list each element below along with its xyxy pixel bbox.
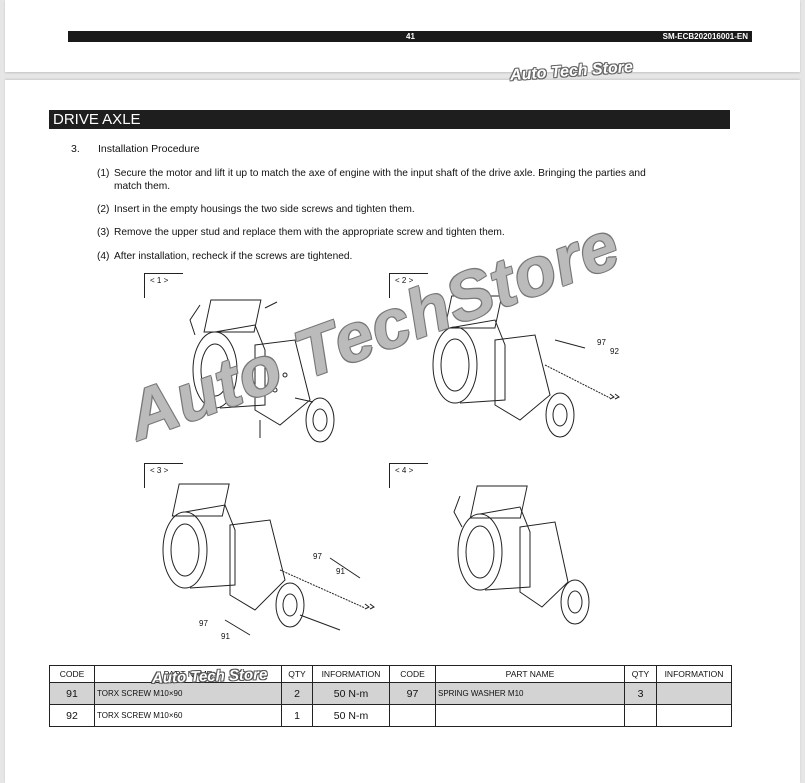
callout-91-lower: 91 xyxy=(221,632,230,641)
procedure-step-3: (3)Remove the upper stud and replace the… xyxy=(97,227,505,238)
col-header-code: CODE xyxy=(49,665,95,683)
table-row: 92 TORX SCREW M10×60 1 50 N-m xyxy=(49,704,732,727)
callout-97-lower: 97 xyxy=(199,619,208,628)
callout-97-upper: 97 xyxy=(313,552,322,561)
procedure-title: Installation Procedure xyxy=(98,143,200,155)
col-header-information: INFORMATION xyxy=(312,665,390,683)
motor-axle-illustration-1 xyxy=(189,299,335,443)
procedure-step-1: (1)Secure the motor and lift it up to ma… xyxy=(97,168,646,192)
callout-91-upper: 91 xyxy=(336,567,345,576)
procedure-number: 3. xyxy=(71,143,80,155)
col-header-qty: QTY xyxy=(281,665,313,683)
col-header-information-2: INFORMATION xyxy=(656,665,732,683)
callout-97: 97 xyxy=(597,338,606,347)
page-footer-bar: 41 SM-ECB202016001-EN xyxy=(68,31,752,42)
figure-4-label: < 4 > xyxy=(395,466,414,475)
document-code: SM-ECB202016001-EN xyxy=(662,32,748,41)
callout-92: 92 xyxy=(610,347,619,356)
figure-2-label: < 2 > xyxy=(395,276,414,285)
motor-axle-illustration-3 xyxy=(162,483,375,636)
table-header-row: CODE PART NAME QTY INFORMATION CODE PART… xyxy=(49,665,732,683)
figure-3-label: < 3 > xyxy=(150,466,169,475)
motor-axle-illustration-2 xyxy=(432,295,620,438)
procedure-heading: 3. Installation Procedure xyxy=(71,143,200,155)
figure-1-label: < 1 > xyxy=(150,276,169,285)
figure-1-frame: < 1 > xyxy=(144,273,183,298)
section-title: DRIVE AXLE xyxy=(49,110,730,129)
parts-table: CODE PART NAME QTY INFORMATION CODE PART… xyxy=(49,665,732,727)
col-header-code-2: CODE xyxy=(389,665,436,683)
table-row: 91 TORX SCREW M10×90 2 50 N-m 97 SPRING … xyxy=(49,682,732,705)
motor-axle-illustration-4 xyxy=(453,485,590,625)
procedure-step-2: (2)Insert in the empty housings the two … xyxy=(97,204,415,215)
procedure-step-4: (4)After installation, recheck if the sc… xyxy=(97,251,353,262)
col-header-qty-2: QTY xyxy=(624,665,657,683)
figure-3-frame: < 3 > xyxy=(144,463,183,488)
col-header-part-name-2: PART NAME xyxy=(435,665,625,683)
page-number: 41 xyxy=(406,32,415,41)
figure-2-frame: < 2 > xyxy=(389,273,428,298)
figure-4-frame: < 4 > xyxy=(389,463,428,488)
